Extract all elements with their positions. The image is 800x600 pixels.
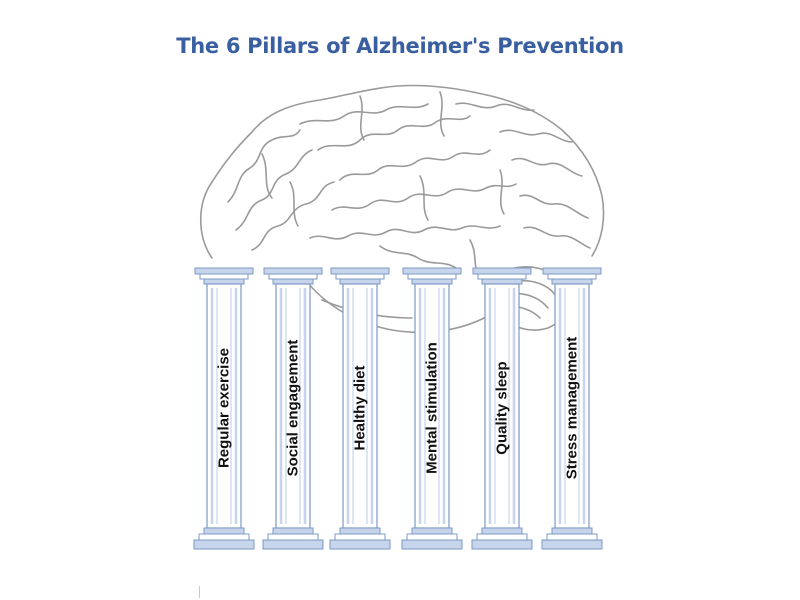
pillar-capital-mid	[199, 273, 249, 280]
pillar-label: Mental stimulation	[424, 342, 441, 474]
pillar-capital-top	[402, 267, 462, 275]
pillar: Stress management	[541, 267, 603, 550]
diagram-title: The 6 Pillars of Alzheimer's Prevention	[176, 34, 624, 58]
pillar-capital-neck	[411, 278, 453, 285]
pillar-plinth	[401, 539, 463, 550]
pillar-base-top	[481, 527, 523, 535]
pillar-base-mid	[476, 533, 528, 541]
pillar-capital-neck	[551, 278, 593, 285]
pillar-capital-neck	[272, 278, 314, 285]
pillar-base-top	[411, 527, 453, 535]
pillar-base-mid	[198, 533, 250, 541]
pillar-plinth	[471, 539, 533, 550]
pillar-capital-neck	[339, 278, 381, 285]
brain-illustration	[199, 84, 605, 334]
pillar-capital-neck	[203, 278, 245, 285]
pillar-base-top	[272, 527, 314, 535]
pillar: Healthy diet	[329, 267, 391, 550]
pillar-capital-mid	[335, 273, 385, 280]
pillar-capital-top	[194, 267, 254, 275]
pillar-capital-neck	[481, 278, 523, 285]
pillar-base-mid	[267, 533, 319, 541]
pillar: Mental stimulation	[401, 267, 463, 550]
pillar: Regular exercise	[193, 267, 255, 550]
pillar-capital-mid	[407, 273, 457, 280]
pillar-base-top	[551, 527, 593, 535]
pillar-capital-mid	[547, 273, 597, 280]
pillar-label: Social engagement	[285, 340, 302, 477]
pillar: Social engagement	[262, 267, 324, 550]
pillar-label: Healthy diet	[352, 365, 369, 450]
pillar-base-top	[339, 527, 381, 535]
pillar: Quality sleep	[471, 267, 533, 550]
pillar-capital-top	[330, 267, 390, 275]
pillar-plinth	[329, 539, 391, 550]
text-cursor-mark	[199, 586, 200, 598]
pillar-label: Quality sleep	[494, 361, 511, 454]
pillar-capital-top	[472, 267, 532, 275]
pillar-capital-mid	[268, 273, 318, 280]
pillar-capital-mid	[477, 273, 527, 280]
pillar-label: Regular exercise	[216, 348, 233, 468]
pillars-group: Regular exercise Social engagement Healthy…	[193, 267, 603, 550]
pillar-base-top	[203, 527, 245, 535]
pillar-plinth	[262, 539, 324, 550]
pillar-base-mid	[406, 533, 458, 541]
pillar-plinth	[193, 539, 255, 550]
pillar-capital-top	[263, 267, 323, 275]
pillar-capital-top	[542, 267, 602, 275]
pillar-plinth	[541, 539, 603, 550]
pillar-label: Stress management	[564, 337, 581, 480]
pillar-base-mid	[546, 533, 598, 541]
pillar-base-mid	[334, 533, 386, 541]
